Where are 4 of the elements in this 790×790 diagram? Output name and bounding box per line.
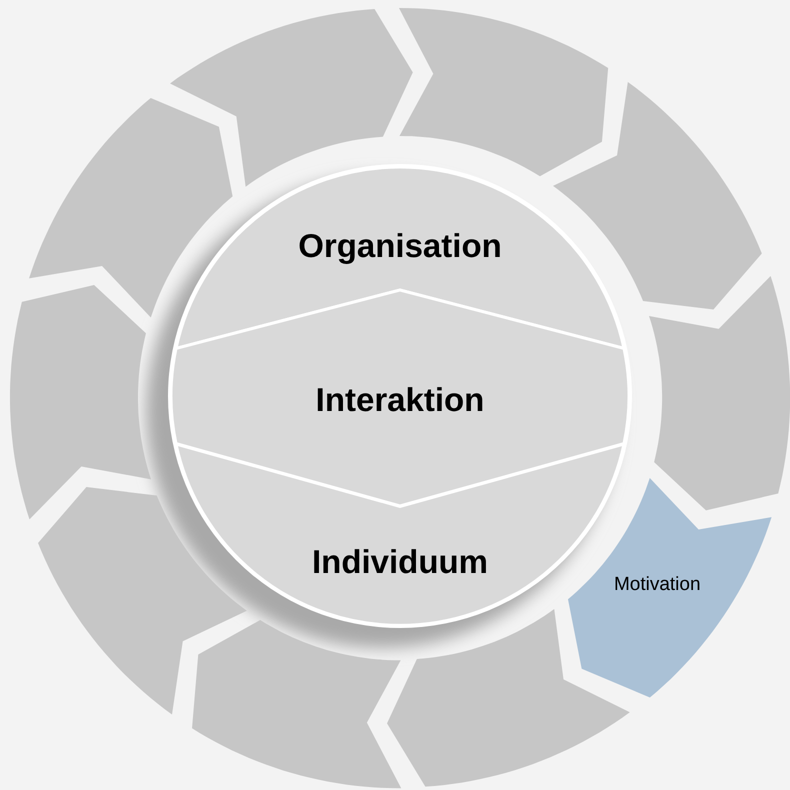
layer-label: Individuum xyxy=(312,542,488,581)
layer-label: Interaktion xyxy=(316,381,484,419)
segment-label: Motivation xyxy=(614,574,701,596)
layer-label: Organisation xyxy=(298,227,502,265)
